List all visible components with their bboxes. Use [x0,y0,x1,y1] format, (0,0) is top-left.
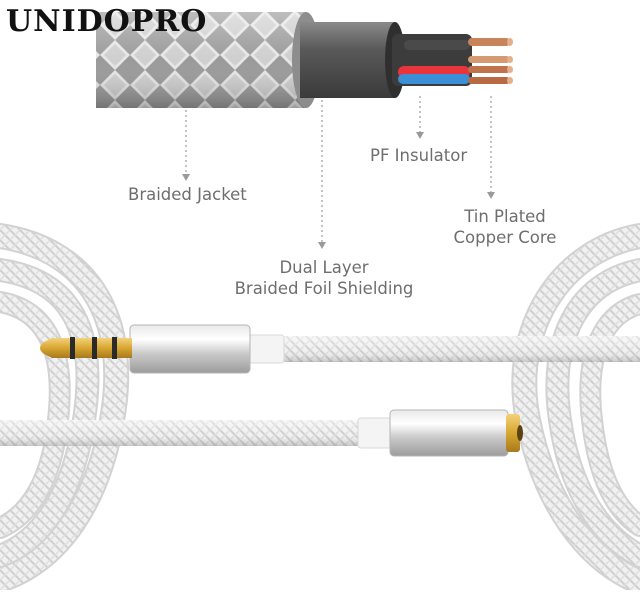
female-jack-body [389,409,509,457]
tin-plated-line2: Copper Core [453,228,557,247]
cable-coil-right [511,223,640,594]
cable-coil-left [0,223,130,593]
brand-logo: UNIDOPRO [6,4,208,39]
male-jack-cable [40,324,640,374]
tin-plated-line1: Tin Plated [464,207,546,226]
blue-wire [398,74,470,84]
braided-jacket-text: Braided Jacket [128,185,247,204]
pf-insulator-text: PF Insulator [370,146,468,165]
dual-layer-shielding-label: Dual Layer Braided Foil Shielding [234,257,414,299]
callout-lines [185,96,492,246]
dual-layer-line2: Braided Foil Shielding [234,279,414,298]
male-jack-body [129,324,251,374]
callout-arrowheads [182,132,495,249]
copper-cores [468,38,513,84]
pf-insulator-label: PF Insulator [370,145,467,166]
braided-jacket-label: Braided Jacket [128,184,247,205]
gold-male-plug [40,337,132,359]
cable-cross-section [96,12,513,108]
gold-female-socket [506,414,520,452]
female-jack-cable [0,409,523,457]
tin-plated-copper-core-label: Tin Plated Copper Core [430,206,580,248]
dual-layer-line1: Dual Layer [279,258,369,277]
foil-shielding-segment [300,22,403,98]
